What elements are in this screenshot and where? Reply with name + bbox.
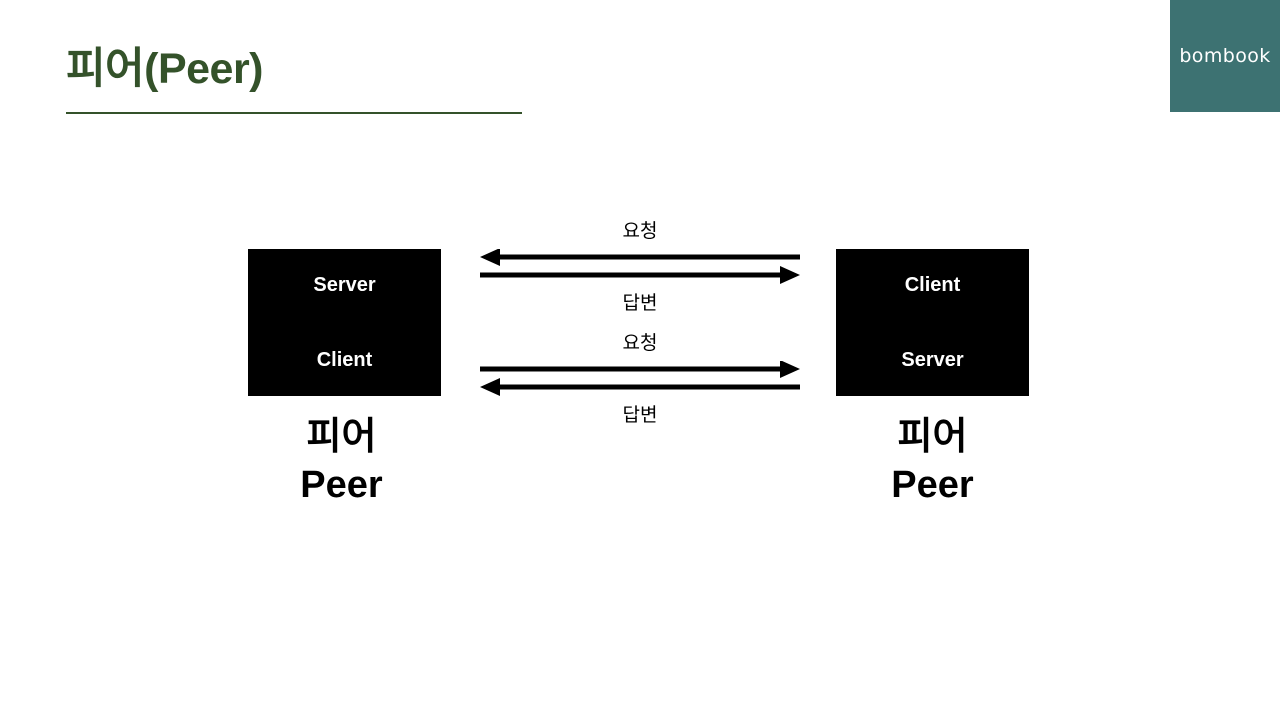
arrow-lower-reply-left <box>480 378 800 396</box>
node-right-role-bottom: Server <box>901 349 964 371</box>
node-right-caption-ko: 피어 <box>897 416 968 458</box>
node-left-peer: Server Client <box>248 249 441 396</box>
node-left-role-top: Server <box>313 274 376 296</box>
arrow-lower-request-right <box>480 361 800 378</box>
node-left-role-bottom: Client <box>316 349 373 371</box>
node-left-caption-ko: 피어 <box>306 416 377 458</box>
arrow-group-lower-exchange: 요청 답변 <box>480 334 800 425</box>
brand-panel: bombook <box>1170 0 1280 112</box>
arrow-pair-upper <box>480 249 800 284</box>
page-title: 피어(Peer) <box>66 45 264 93</box>
arrow-upper-reply-right <box>480 266 800 284</box>
arrow-group-upper-exchange: 요청 답변 <box>480 222 800 313</box>
arrow-label-upper-request: 요청 <box>622 220 658 242</box>
node-left-caption-en: Peer <box>300 463 383 506</box>
node-right-caption: 피어 Peer <box>836 416 1029 506</box>
arrow-label-lower-request: 요청 <box>622 332 658 354</box>
title-underline-divider <box>66 112 522 114</box>
brand-logo-text: bombook <box>1179 45 1271 67</box>
node-left-caption: 피어 Peer <box>245 416 438 506</box>
arrow-upper-request-left <box>480 249 800 266</box>
arrow-label-lower-reply: 답변 <box>622 404 658 426</box>
arrow-pair-lower <box>480 361 800 396</box>
arrow-label-upper-reply: 답변 <box>622 292 658 314</box>
node-right-peer: Client Server <box>836 249 1029 396</box>
node-right-role-top: Client <box>904 274 961 296</box>
node-right-caption-en: Peer <box>891 463 974 506</box>
